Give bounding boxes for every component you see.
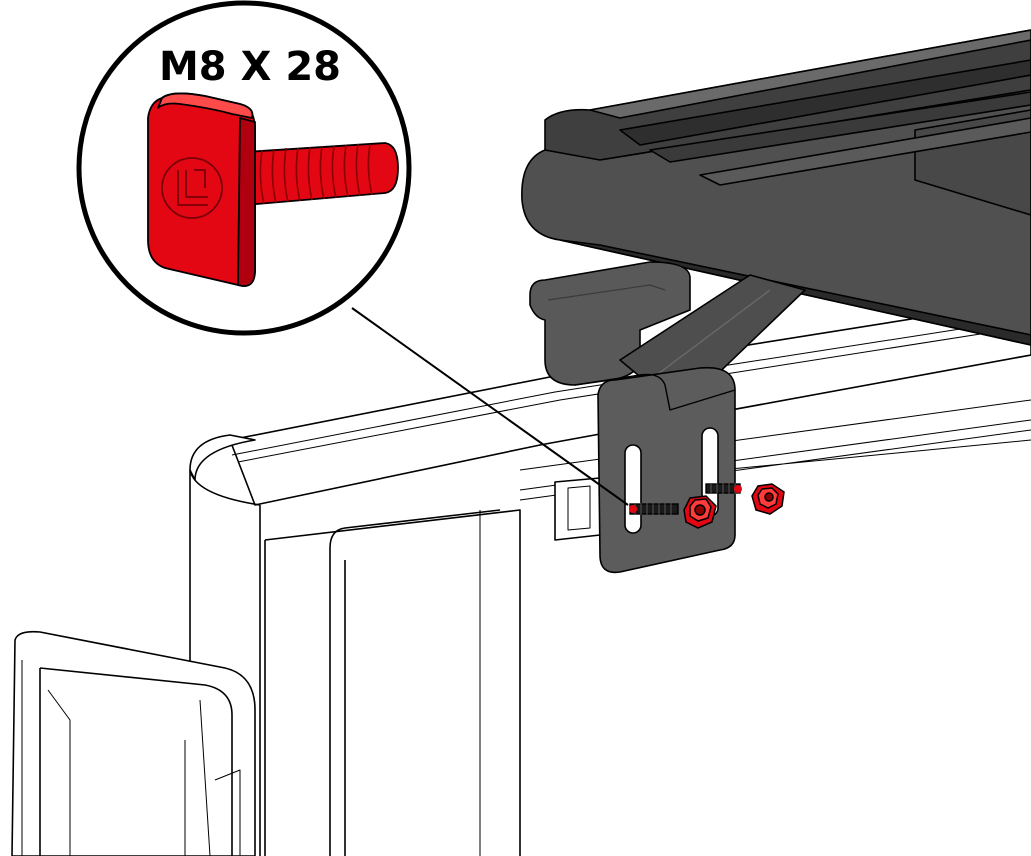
flange-nut-icon [683, 495, 717, 529]
bolt-right [705, 483, 742, 494]
brand-logo-icon [161, 157, 223, 219]
vehicle-outline [11, 299, 1031, 856]
callout-bubble: M8 X 28 [76, 0, 412, 336]
callout-label: M8 X 28 [159, 44, 341, 90]
bolt-left [629, 503, 679, 515]
t-bolt-icon [147, 92, 399, 287]
mounting-bracket [529, 261, 806, 574]
loose-flange-nut-icon [751, 483, 785, 515]
leader-line [351, 307, 629, 506]
